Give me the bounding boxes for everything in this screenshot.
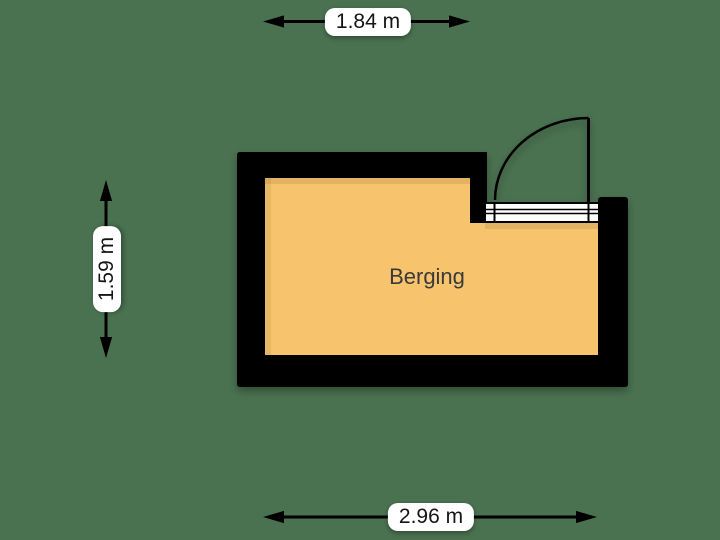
wall-bottom — [237, 355, 628, 387]
arrowhead-bottom-right — [576, 510, 597, 524]
room-name-label: Berging — [389, 264, 465, 289]
arrowhead-top-right — [449, 15, 470, 28]
floor-inner-shadow-left — [265, 178, 271, 355]
door-swing-arc — [493, 116, 589, 201]
room-floor — [265, 178, 598, 355]
door-threshold-frame — [484, 202, 600, 223]
floor-plan — [237, 116, 628, 387]
door — [493, 116, 590, 203]
floor-inner-shadow-top — [265, 178, 470, 184]
walls — [237, 152, 628, 387]
arrowhead-left-top — [99, 180, 113, 201]
door-threshold — [484, 202, 600, 223]
dimension-label-bottom: 2.96 m — [387, 503, 475, 531]
wall-left — [237, 152, 265, 387]
arrowhead-left-bottom — [99, 337, 113, 358]
dimension-label-left: 1.59 m — [93, 225, 121, 313]
dimension-label-top: 1.84 m — [324, 8, 412, 36]
wall-right — [598, 197, 628, 387]
arrowhead-top-left — [263, 15, 284, 28]
wall-top — [237, 152, 487, 178]
arrowhead-bottom-left — [263, 510, 284, 524]
floor-inner-shadow-threshold — [485, 223, 598, 229]
door-jamb — [470, 152, 487, 223]
